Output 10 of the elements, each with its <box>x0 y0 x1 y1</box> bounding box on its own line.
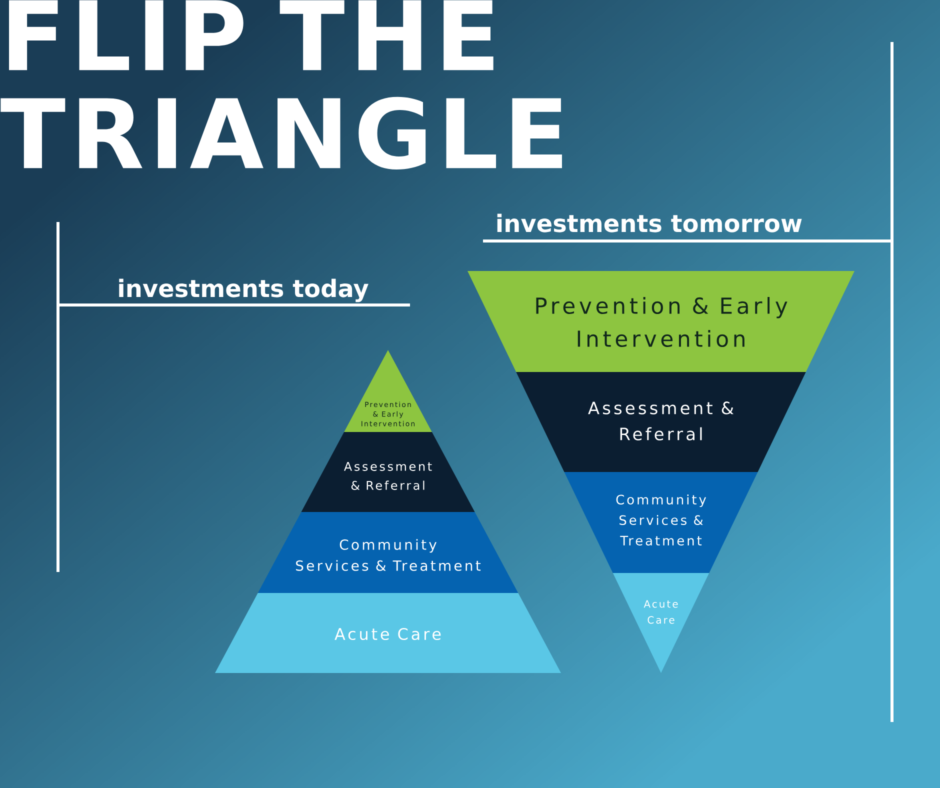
pyramid-tier: Assessment & Referral <box>301 432 475 512</box>
section-heading: investments today <box>119 278 368 302</box>
pyramid-tier: Community Services & Treatment <box>564 472 758 573</box>
pyramid-tier: Acute Care <box>215 593 561 673</box>
section-heading: investments tomorrow <box>497 214 802 232</box>
title: FLIP THE TRIANGLE <box>0 0 562 170</box>
pyramid-tier: Acute Care <box>612 573 710 673</box>
pyramid-tier: Community Services & Treatment <box>258 512 518 593</box>
pyramid-tier: Prevention & Early Intervention <box>468 271 854 372</box>
pyramid-tier: Assessment & Referral <box>516 372 806 472</box>
